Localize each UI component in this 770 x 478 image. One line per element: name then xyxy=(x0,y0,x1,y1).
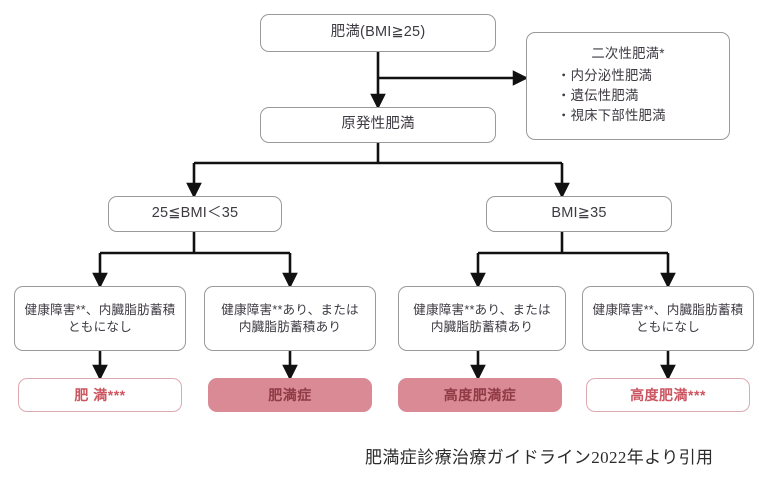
node-bmi-35-plus[interactable]: BMI≧35 xyxy=(486,196,672,232)
node-bmi-25-to-35-label: 25≦BMI＜35 xyxy=(151,205,239,222)
outcome-severe-obesity[interactable]: 高度肥満*** xyxy=(586,378,750,412)
node-secondary-obesity[interactable]: 二次性肥満* ・内分泌性肥満 ・遺伝性肥満 ・視床下部性肥満 xyxy=(526,32,730,140)
node-criteria-2-line2: 内臓脂肪蓄積あり xyxy=(238,319,342,334)
node-criteria-1[interactable]: 健康障害**、内臓脂肪蓄積 ともになし xyxy=(14,286,186,351)
node-criteria-4[interactable]: 健康障害**、内臓脂肪蓄積 ともになし xyxy=(582,286,754,351)
node-primary-obesity-label: 原発性肥満 xyxy=(341,116,415,133)
secondary-obesity-item-hypothalamic: ・視床下部性肥満 xyxy=(557,107,666,123)
outcome-obesity[interactable]: 肥 満*** xyxy=(18,378,182,412)
node-bmi-35-plus-label: BMI≧35 xyxy=(551,205,607,222)
node-criteria-3-line2: 内臓脂肪蓄積あり xyxy=(430,319,534,334)
secondary-obesity-item-endocrine: ・内分泌性肥満 xyxy=(557,68,653,84)
node-primary-obesity[interactable]: 原発性肥満 xyxy=(260,107,496,143)
secondary-obesity-title: 二次性肥満* xyxy=(591,46,665,62)
secondary-obesity-item-genetic: ・遺伝性肥満 xyxy=(557,88,639,104)
outcome-obesity-disease[interactable]: 肥満症 xyxy=(208,378,372,412)
node-criteria-1-line2: ともになし xyxy=(68,319,132,334)
node-criteria-3-line1: 健康障害**あり、または xyxy=(413,303,551,318)
node-criteria-4-line1: 健康障害**、内臓脂肪蓄積 xyxy=(592,303,744,318)
outcome-severe-obesity-disease-label: 高度肥満症 xyxy=(443,387,517,403)
node-criteria-3[interactable]: 健康障害**あり、または 内臓脂肪蓄積あり xyxy=(398,286,566,351)
node-obesity-root-label: 肥満(BMI≧25) xyxy=(330,24,426,41)
outcome-obesity-disease-label: 肥満症 xyxy=(268,387,312,403)
node-criteria-2-line1: 健康障害**あり、または xyxy=(221,303,359,318)
source-caption: 肥満症診療治療ガイドライン2022年より引用 xyxy=(365,448,714,467)
outcome-obesity-label: 肥 満*** xyxy=(74,387,126,403)
node-obesity-root[interactable]: 肥満(BMI≧25) xyxy=(260,14,496,52)
node-criteria-2[interactable]: 健康障害**あり、または 内臓脂肪蓄積あり xyxy=(204,286,376,351)
outcome-severe-obesity-label: 高度肥満*** xyxy=(630,387,706,403)
node-criteria-1-line1: 健康障害**、内臓脂肪蓄積 xyxy=(24,303,176,318)
outcome-severe-obesity-disease[interactable]: 高度肥満症 xyxy=(398,378,562,412)
node-criteria-4-line2: ともになし xyxy=(636,319,700,334)
node-bmi-25-to-35[interactable]: 25≦BMI＜35 xyxy=(108,196,282,232)
